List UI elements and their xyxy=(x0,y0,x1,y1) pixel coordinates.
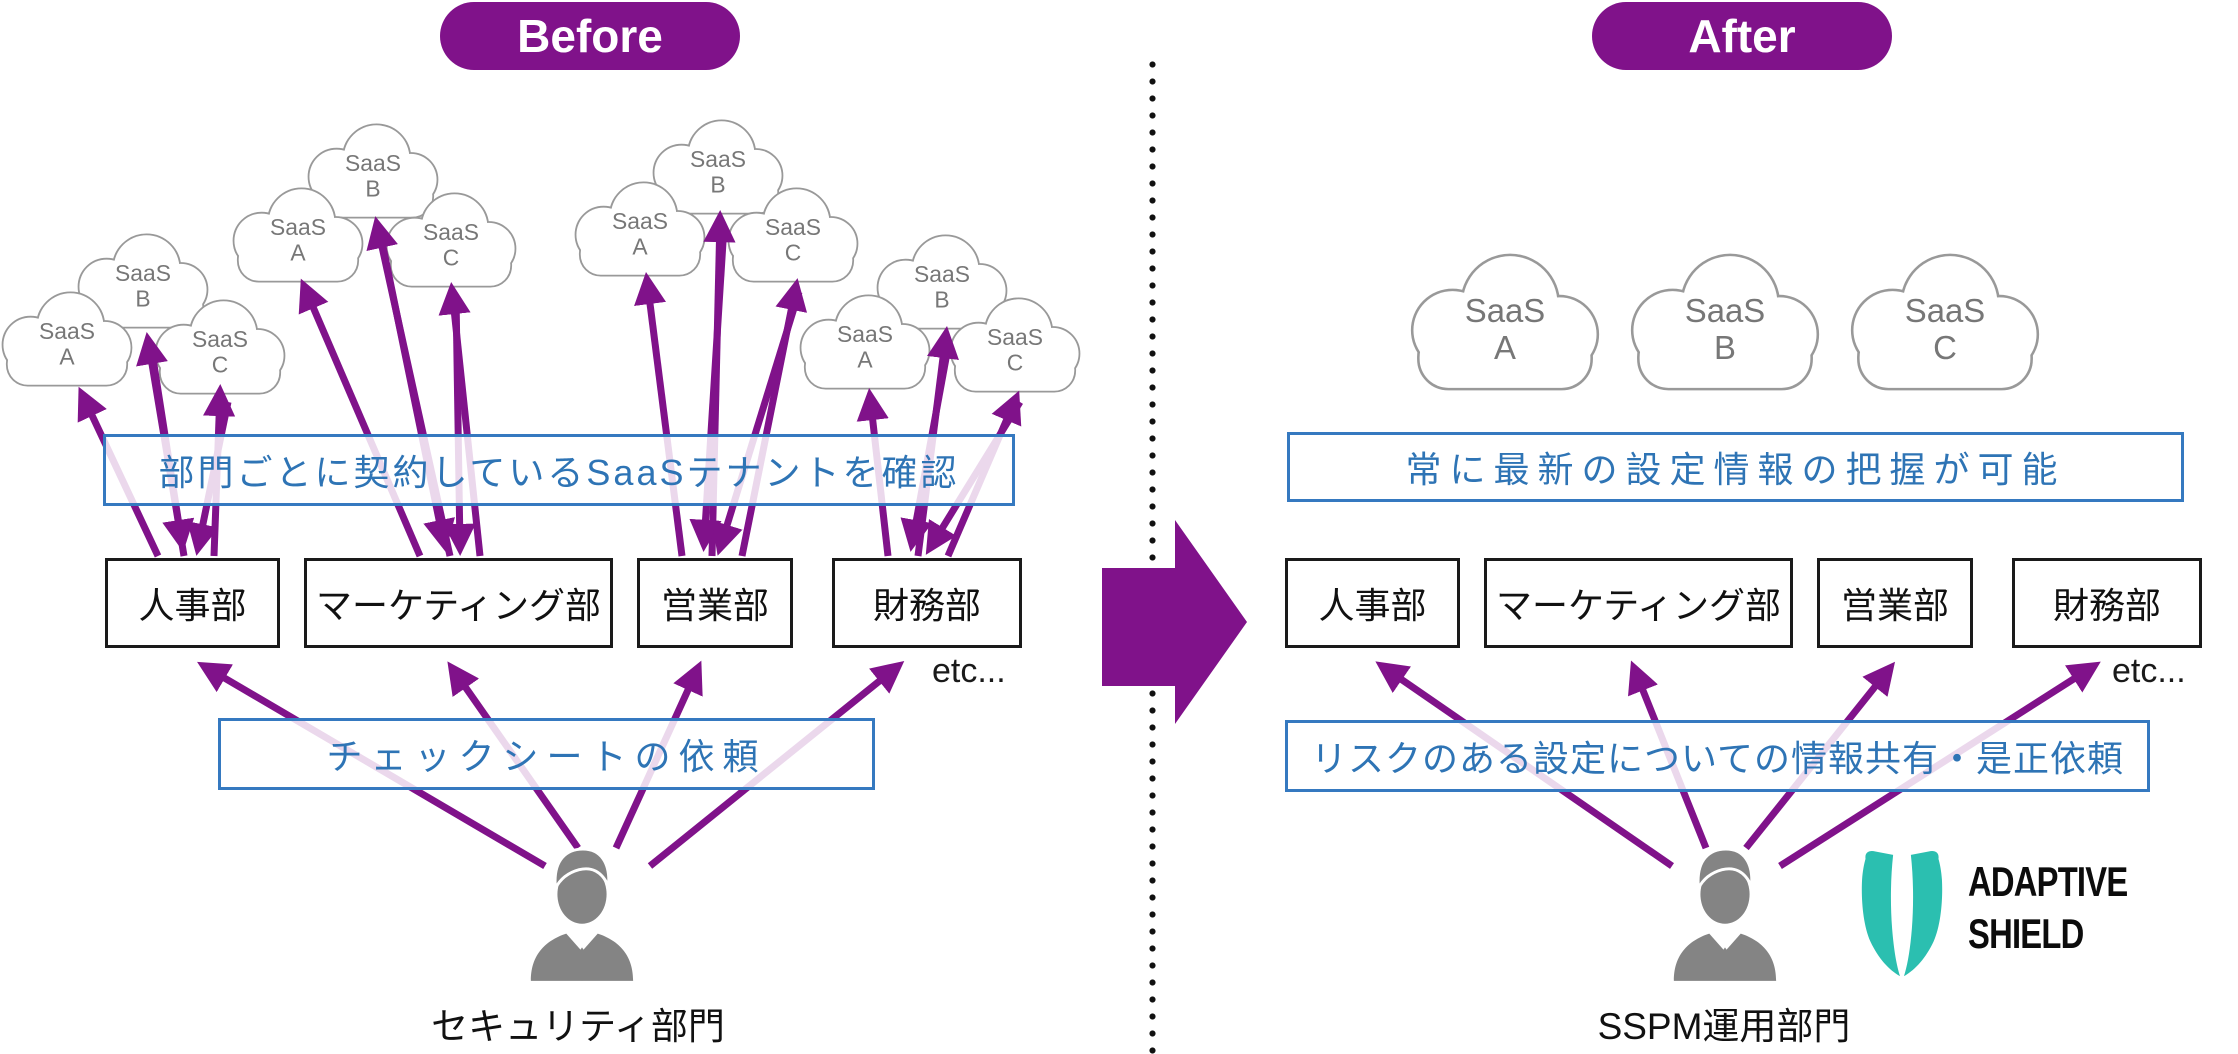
svg-text:C: C xyxy=(1007,350,1024,376)
svg-text:A: A xyxy=(290,240,306,266)
before-note-check-tenants: 部門ごとに契約しているSaaSテナントを確認 xyxy=(103,434,1015,506)
after-note-risk-sharing: リスクのある設定についての情報共有・是正依頼 xyxy=(1285,720,2150,792)
divider-dotted-line xyxy=(1149,56,1156,1054)
svg-text:SaaS: SaaS xyxy=(1465,292,1546,329)
before-dept-sales: 営業部 xyxy=(637,558,793,648)
arrow xyxy=(634,272,686,557)
sspm-person-icon xyxy=(1672,847,1778,981)
svg-text:SaaS: SaaS xyxy=(1685,292,1766,329)
svg-text:C: C xyxy=(785,240,802,266)
svg-text:A: A xyxy=(59,344,75,370)
security-person-icon xyxy=(529,847,635,981)
arrow xyxy=(711,290,803,556)
svg-text:B: B xyxy=(1714,329,1736,366)
svg-text:SaaS: SaaS xyxy=(837,321,893,347)
svg-text:SaaS: SaaS xyxy=(192,326,248,352)
arrow xyxy=(738,278,808,557)
svg-text:SaaS: SaaS xyxy=(987,324,1043,350)
svg-text:SaaS: SaaS xyxy=(270,214,326,240)
svg-text:A: A xyxy=(857,347,873,373)
after-dept-marketing: マーケティング部 xyxy=(1484,558,1793,648)
after-badge: After xyxy=(1592,2,1892,70)
before-note-checksheet-request: チェックシートの依頼 xyxy=(218,718,875,790)
svg-text:B: B xyxy=(710,172,725,198)
before-dept-marketing: マーケティング部 xyxy=(304,558,613,648)
svg-text:SaaS: SaaS xyxy=(115,260,171,286)
arrow xyxy=(438,281,484,557)
arrow xyxy=(443,295,476,557)
svg-text:C: C xyxy=(443,245,460,271)
svg-text:SaaS: SaaS xyxy=(690,146,746,172)
svg-text:B: B xyxy=(934,287,949,313)
svg-text:C: C xyxy=(212,352,229,378)
adaptive-shield-icon xyxy=(1861,850,1943,977)
logo-name-line2: SHIELD xyxy=(1968,910,2084,957)
svg-text:C: C xyxy=(1933,329,1957,366)
svg-text:SaaS: SaaS xyxy=(39,318,95,344)
svg-text:B: B xyxy=(365,176,380,202)
before-badge: Before xyxy=(440,2,740,70)
svg-text:SaaS: SaaS xyxy=(612,208,668,234)
after-etc-label: etc... xyxy=(2112,652,2186,690)
svg-text:A: A xyxy=(1494,329,1516,366)
after-note-latest-settings: 常に最新の設定情報の把握が可能 xyxy=(1287,432,2184,502)
before-etc-label: etc... xyxy=(932,652,1006,690)
before-dept-hr: 人事部 xyxy=(105,558,280,648)
svg-text:A: A xyxy=(632,234,648,260)
arrow xyxy=(298,278,424,558)
svg-text:SaaS: SaaS xyxy=(1905,292,1986,329)
svg-text:SaaS: SaaS xyxy=(765,214,821,240)
after-dept-sales: 営業部 xyxy=(1817,558,1973,648)
before-to-after-arrow xyxy=(1102,520,1247,724)
adaptive-shield-logo: ADAPTIVE SHIELD xyxy=(1850,848,2172,986)
svg-text:SaaS: SaaS xyxy=(345,150,401,176)
after-dept-finance: 財務部 xyxy=(2012,558,2202,648)
logo-name-line1: ADAPTIVE xyxy=(1968,858,2128,905)
before-actor-label: セキュリティ部門 xyxy=(431,1006,725,1047)
svg-text:B: B xyxy=(135,286,150,312)
before-dept-finance: 財務部 xyxy=(832,558,1022,648)
svg-text:SaaS: SaaS xyxy=(423,219,479,245)
svg-text:SaaS: SaaS xyxy=(914,261,970,287)
after-actor-label: SSPM運用部門 xyxy=(1597,1006,1851,1047)
after-dept-hr: 人事部 xyxy=(1285,558,1460,648)
